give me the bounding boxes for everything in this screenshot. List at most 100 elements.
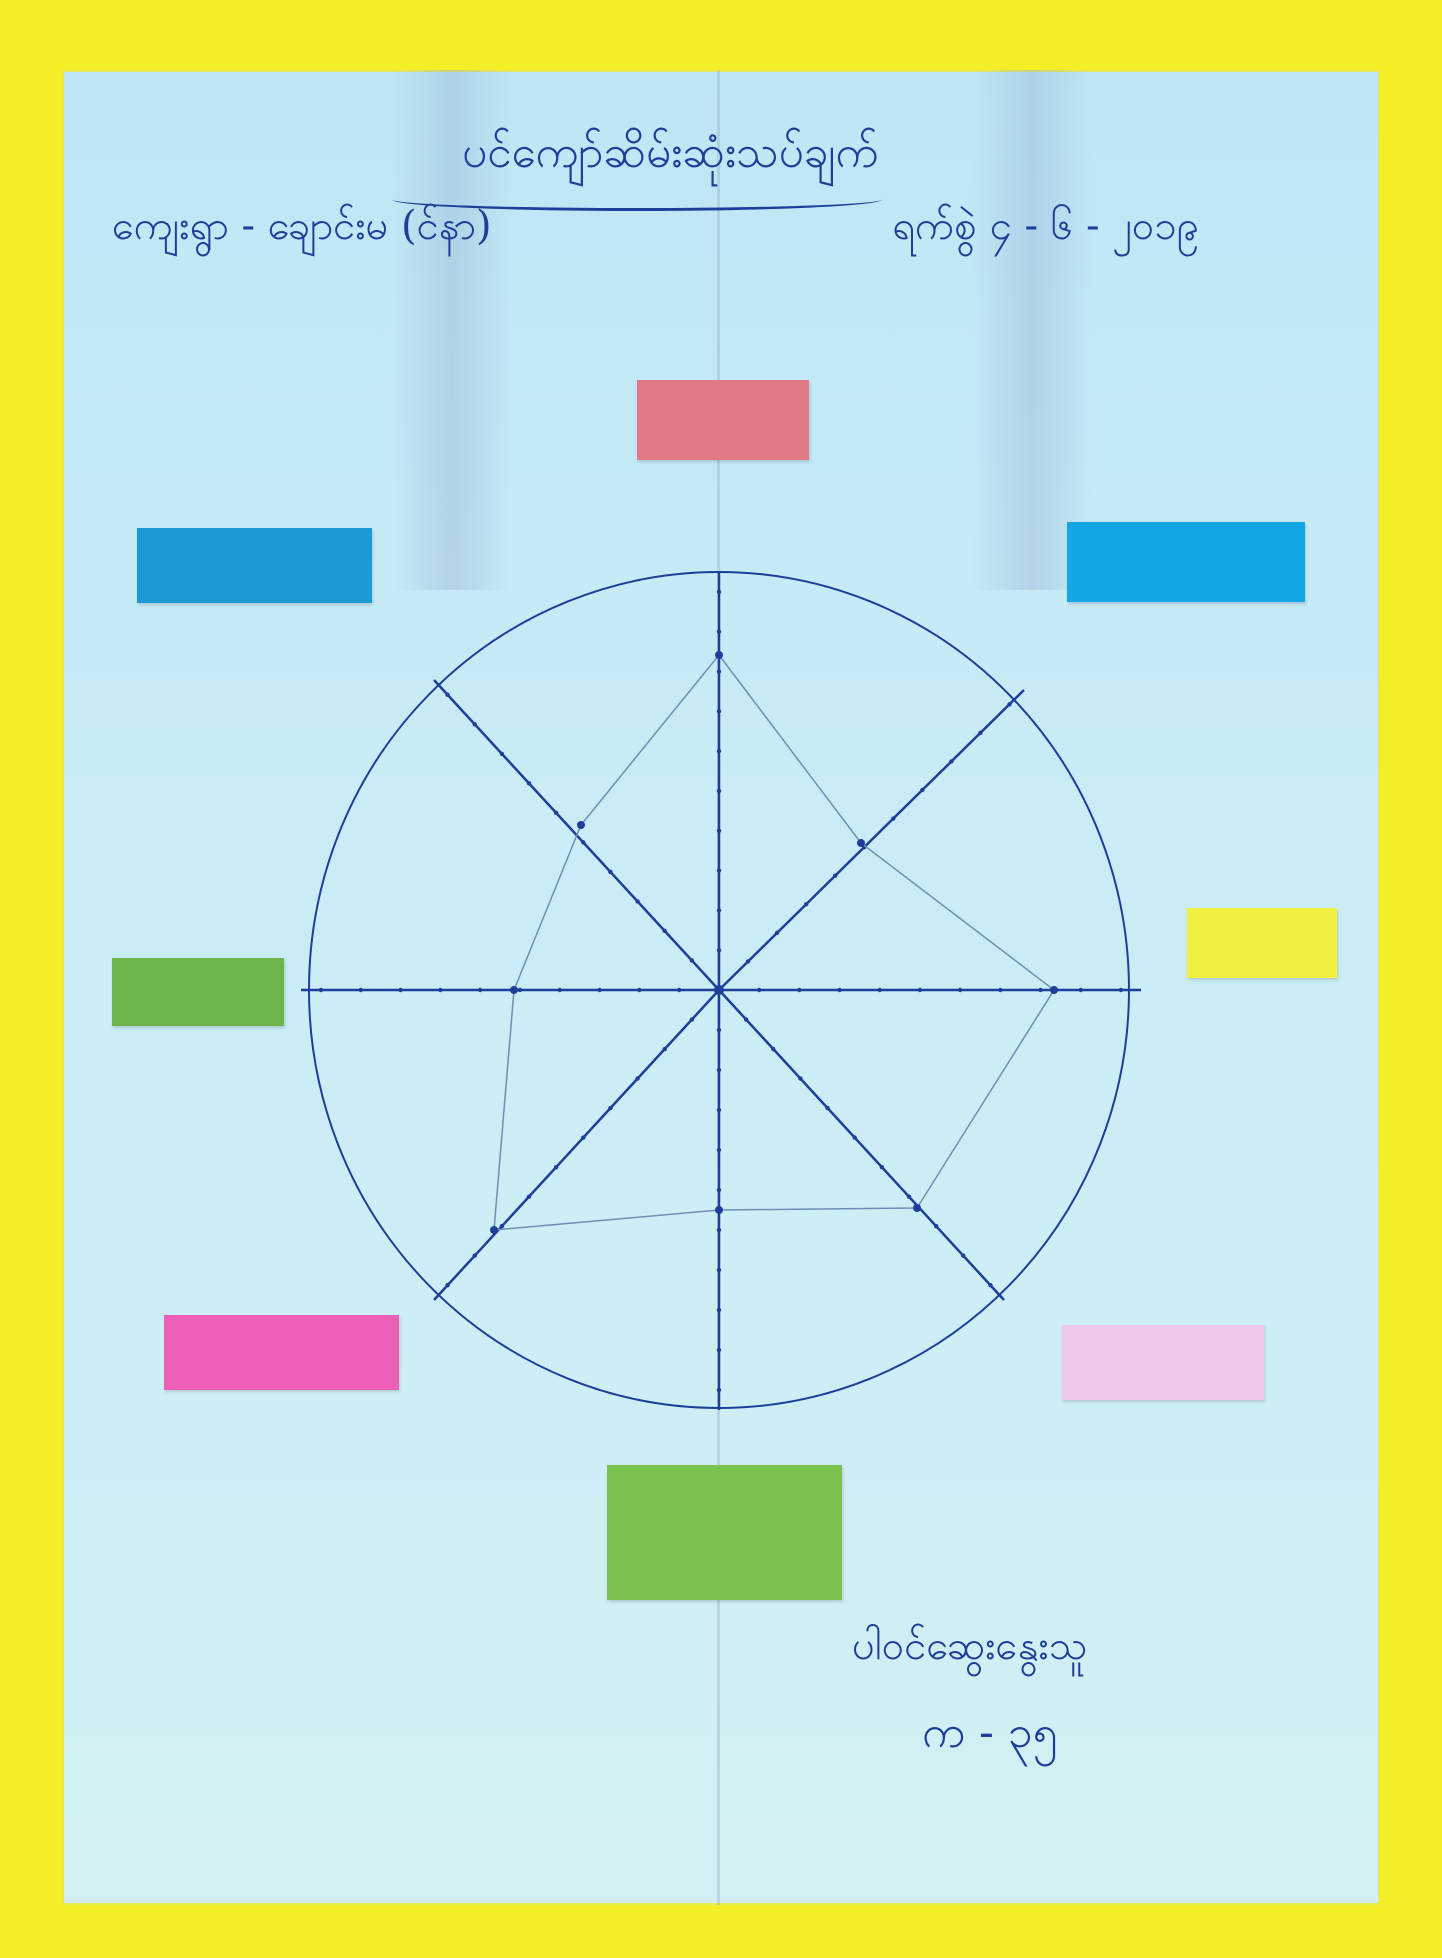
wheel-tick [717,1148,721,1152]
wheel-tick [608,1106,612,1110]
wheel-tick [635,899,639,903]
wheel-tick [988,1283,992,1287]
wheel-tick [717,868,721,872]
wheel-tick [833,874,837,878]
wheel-tick [891,816,895,820]
wheel-tick [717,1388,721,1392]
score-point [715,1206,723,1214]
score-point [857,839,865,847]
wheel-tick [690,1017,694,1021]
wheel-tick [717,1068,721,1072]
wheel-tick [804,902,808,906]
label-upper-left [137,528,372,603]
wheel-tick [1038,988,1042,992]
label-left [112,958,284,1026]
wheel-tick [1007,702,1011,706]
wheel-tick [635,1076,639,1080]
score-point [577,821,585,829]
wheel-tick [581,840,585,844]
wheel-center [714,985,724,995]
wheel-tick [918,988,922,992]
wheel-tick [518,988,522,992]
wheel-tick [998,988,1002,992]
wheel-tick [717,1348,721,1352]
wheel-tick [958,988,962,992]
wheel-tick [798,1076,802,1080]
wheel-spoke [719,990,1004,1300]
poster-paper: ပင်ကျော်ဆိမ်းဆုံးသပ်ချက် ကျေးရွာ - ချောင… [62,70,1380,1905]
wheel-tick [319,988,323,992]
wheel-tick [837,988,841,992]
wheel-tick [398,988,402,992]
wheel-tick [445,693,449,697]
label-bottom [607,1465,842,1600]
score-point [510,986,518,994]
wheel-tick [445,1283,449,1287]
score-point [490,1226,498,1234]
wheel-tick [797,988,801,992]
wheel-tick [717,1108,721,1112]
wheel-tick [717,630,721,634]
wheel-tick [907,1194,911,1198]
wheel-tick [825,1106,829,1110]
wheel-tick [757,988,761,992]
label-upper-right [1067,522,1305,602]
wheel-tick [478,988,482,992]
wheel-tick [880,1165,884,1169]
wheel-tick [359,988,363,992]
wheel-tick [554,811,558,815]
wheel-spoke [434,990,719,1300]
label-lower-left [164,1315,399,1390]
wheel-tick [717,829,721,833]
score-point [1050,986,1058,994]
wheel-tick [554,1165,558,1169]
wheel-tick [677,988,681,992]
wheel-tick [920,788,924,792]
wheel-tick [717,908,721,912]
wheel-tick [527,781,531,785]
wheel-tick [473,722,477,726]
wheel-tick [717,1308,721,1312]
wheel-tick [717,1228,721,1232]
wheel-tick [597,988,601,992]
wheel-tick [438,988,442,992]
wheel-tick [500,752,504,756]
wheel-tick [608,870,612,874]
wheel-spoke [719,690,1024,990]
wheel-tick [717,1028,721,1032]
label-right [1187,908,1337,978]
wheel-tick [717,709,721,713]
label-lower-right [1062,1325,1264,1400]
wheel-tick [500,1224,504,1228]
wheel-tick [558,988,562,992]
wheel-tick [717,590,721,594]
wheel-tick [878,988,882,992]
wheel-tick [717,749,721,753]
wheel-tick [746,959,750,963]
wheel-tick [771,1047,775,1051]
wheel-tick [473,1254,477,1258]
wheel-tick [717,669,721,673]
wheel-tick [663,1047,667,1051]
wheel-tick [717,1268,721,1272]
wheel-tick [934,1224,938,1228]
wheel-tick [978,731,982,735]
wheel-tick [637,988,641,992]
wheel-tick [690,958,694,962]
wheel-tick [949,759,953,763]
wheel-tick [663,929,667,933]
group-label: က - ၃၅ [922,1705,1057,1769]
wheel-tick [581,1135,585,1139]
wheel-tick [717,948,721,952]
wheel-tick [1079,988,1083,992]
wheel-tick [853,1135,857,1139]
wheel-tick [527,1194,531,1198]
wheel-tick [1119,988,1123,992]
wheel-tick [961,1254,965,1258]
wheel-tick [717,789,721,793]
wheel-tick [717,1188,721,1192]
wheel-tick [744,1017,748,1021]
score-point [913,1204,921,1212]
wheel-tick [775,931,779,935]
